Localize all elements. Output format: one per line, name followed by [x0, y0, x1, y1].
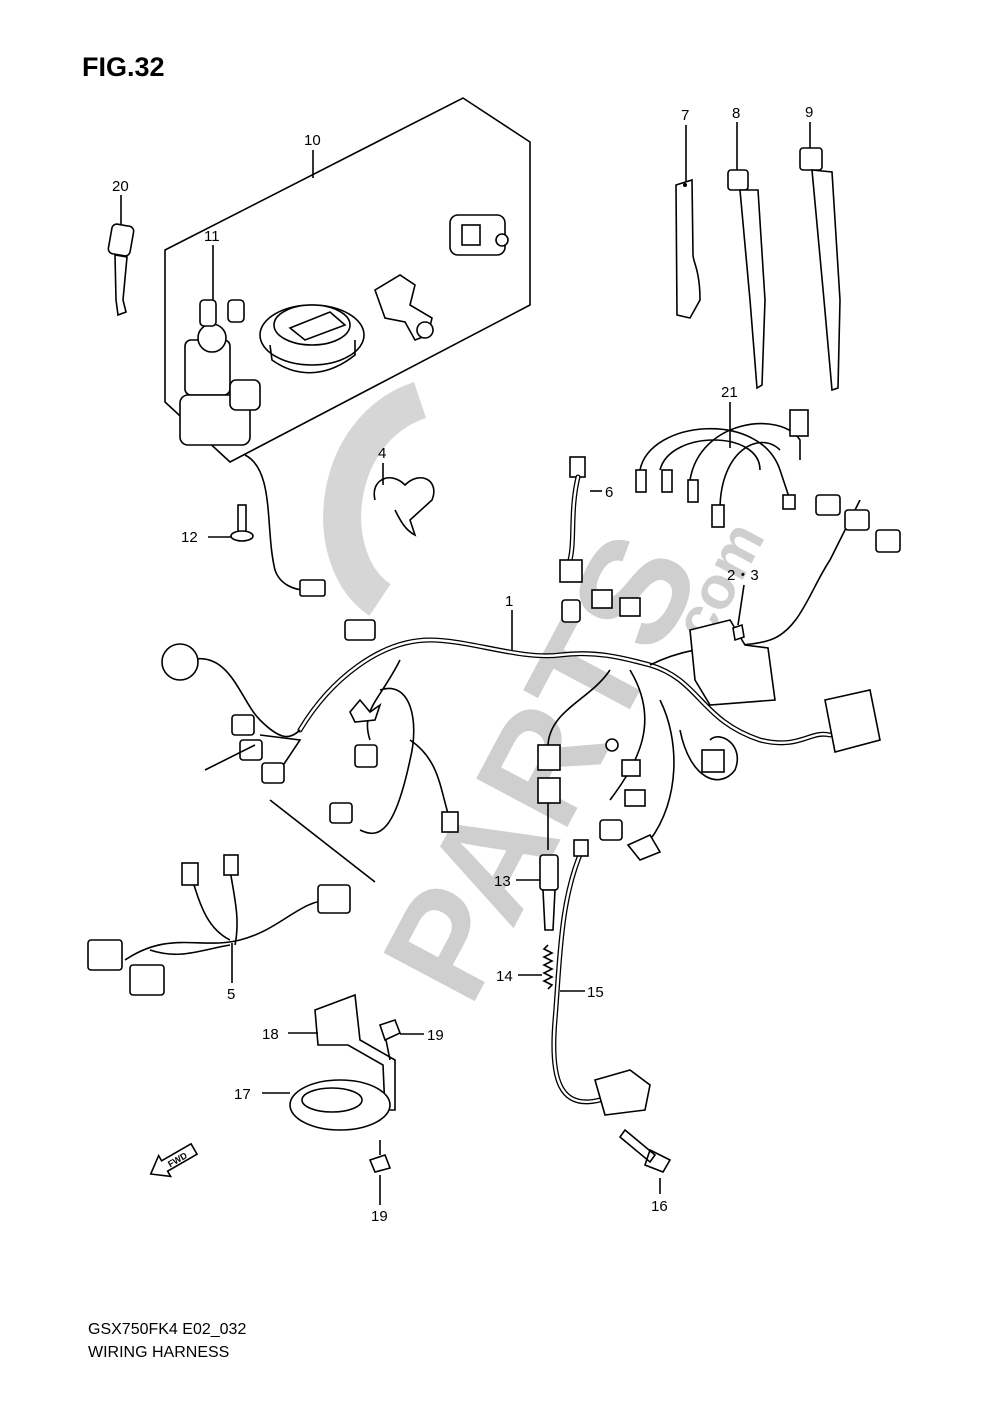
stop-switch-13	[539, 854, 559, 931]
screw-12	[230, 504, 254, 542]
main-wiring-harness-1	[161, 494, 901, 861]
key-part	[107, 223, 135, 317]
clip-4	[373, 476, 435, 537]
callout-20: 20	[112, 178, 129, 195]
callout-2-3: 2・3	[727, 567, 759, 584]
callout-6: 6	[605, 484, 613, 501]
callout-4: 4	[378, 445, 386, 462]
callout-7: 7	[681, 107, 689, 124]
seat-lock-part	[374, 274, 434, 341]
callout-leaders	[120, 122, 811, 1205]
callout-8: 8	[732, 105, 740, 122]
diagram-footer: GSX750FK4 E02_032 WIRING HARNESS	[88, 1318, 246, 1364]
figure-title: FIG.32	[82, 52, 165, 82]
bolt-19-upper	[378, 1018, 402, 1061]
callout-17: 17	[234, 1086, 251, 1103]
callout-5: 5	[227, 986, 235, 1003]
bolt-19-lower	[368, 1140, 392, 1173]
clamp-7	[675, 178, 701, 319]
callout-labels: 1 2・3 4 5 6 7 8 9 10 11 12 13 14 15 16 1…	[112, 104, 813, 1225]
callout-15: 15	[587, 984, 604, 1001]
lead-wire-6	[559, 456, 586, 583]
model-code: GSX750FK4 E02_032	[88, 1321, 247, 1338]
side-stand-switch-15	[551, 839, 651, 1116]
horn-bracket-18	[314, 993, 396, 1111]
watermark-swoosh	[323, 381, 428, 616]
fuel-cap-part	[259, 304, 365, 374]
callout-10: 10	[304, 132, 321, 149]
sub-harness-21	[635, 409, 809, 528]
callout-12: 12	[181, 529, 198, 546]
section-name: WIRING HARNESS	[88, 1344, 230, 1361]
callout-13: 13	[494, 873, 511, 890]
callout-14: 14	[496, 968, 513, 985]
ignition-set-box	[164, 97, 531, 463]
callout-11: 11	[204, 228, 220, 245]
callout-18: 18	[262, 1026, 279, 1043]
sub-harness-5	[87, 854, 351, 996]
callout-9: 9	[805, 104, 813, 121]
callout-16: 16	[651, 1198, 668, 1215]
ignition-switch-part	[179, 299, 326, 597]
spring-14	[542, 944, 554, 990]
callout-19-lower: 19	[371, 1208, 388, 1225]
bolt-16	[618, 1128, 672, 1173]
sub-harness-guide-line	[204, 744, 376, 883]
callout-19-upper: 19	[427, 1027, 444, 1044]
forward-direction-arrow: FWD	[149, 1142, 199, 1178]
cable-tie-8	[727, 169, 766, 390]
helmet-lock-part	[449, 214, 509, 256]
callout-21: 21	[721, 384, 738, 401]
callout-1: 1	[505, 593, 513, 610]
cable-tie-9	[799, 147, 841, 392]
